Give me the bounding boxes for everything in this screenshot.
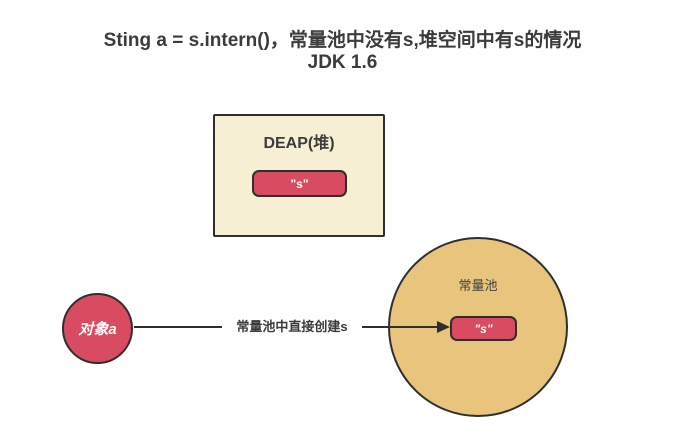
heap-box: DEAP(堆) "s" [213,114,385,237]
heap-label: DEAP(堆) [263,135,335,152]
constant-pool-label: 常量池 [458,278,498,293]
diagram-title: Sting a = s.intern()，常量池中没有s,堆空间中有s的情况 J… [0,30,685,74]
constant-pool-circle: 常量池 "s" [388,237,568,417]
pool-string-s-value: "s" [474,321,493,336]
heap-string-s-value: "s" [290,176,309,191]
object-a-circle: 对象a [62,293,133,364]
title-line-1: Sting a = s.intern()，常量池中没有s,堆空间中有s的情况 [103,30,582,51]
title-line-2: JDK 1.6 [307,52,378,73]
pool-string-s-node: "s" [450,316,517,341]
object-a-label: 对象a [78,321,117,338]
heap-string-s-node: "s" [252,170,347,197]
arrow-label: 常量池中直接创建s [222,319,362,335]
